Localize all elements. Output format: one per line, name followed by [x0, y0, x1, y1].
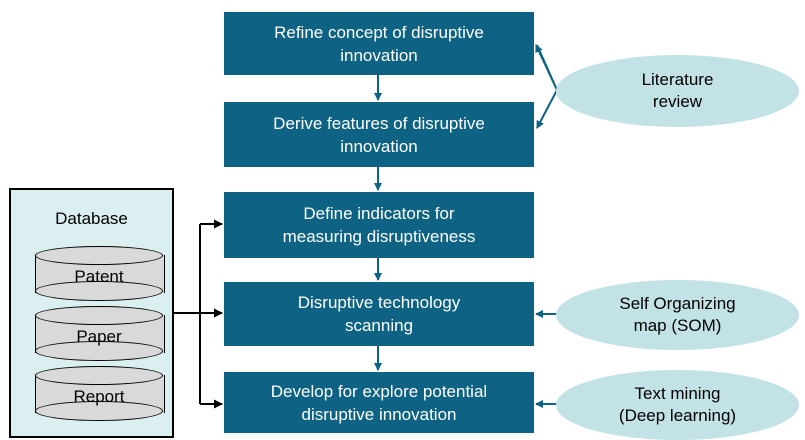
db-item-paper: Paper	[76, 327, 122, 346]
step-derive-features-label: Derive features of disruptive innovation	[273, 113, 485, 156]
db-cylinder-patent: Patent	[35, 246, 165, 302]
db-cylinder-report: Report	[35, 366, 165, 422]
db-item-report: Report	[73, 387, 125, 406]
database-panel: Database Patent Paper Report	[9, 188, 174, 438]
step-explore-innovation-label: Develop for explore potential disruptive…	[270, 381, 488, 424]
db-item-patent: Patent	[74, 267, 124, 286]
som-label: Self Organizing map (SOM)	[619, 294, 736, 335]
literature-bracket	[537, 44, 558, 128]
db-cylinder-paper: Paper	[35, 306, 165, 362]
text-mining-ellipse: Text mining (Deep learning)	[556, 370, 799, 440]
literature-review-label: Literature review	[641, 70, 714, 111]
step-refine-concept-label: Refine concept of disruptive innovation	[274, 22, 484, 65]
database-title: Database	[55, 209, 128, 228]
step-derive-features: Derive features of disruptive innovation	[224, 102, 534, 167]
step-technology-scanning-label: Disruptive technology scanning	[297, 293, 461, 335]
step-technology-scanning: Disruptive technology scanning	[224, 282, 534, 346]
step-define-indicators-label: Define indicators for measuring disrupti…	[282, 204, 476, 246]
som-ellipse: Self Organizing map (SOM)	[556, 280, 799, 350]
literature-review-ellipse: Literature review	[556, 55, 799, 127]
text-mining-label: Text mining (Deep learning)	[618, 384, 737, 425]
step-refine-concept: Refine concept of disruptive innovation	[224, 12, 534, 75]
step-explore-innovation: Develop for explore potential disruptive…	[224, 372, 534, 433]
step-define-indicators: Define indicators for measuring disrupti…	[224, 192, 534, 258]
